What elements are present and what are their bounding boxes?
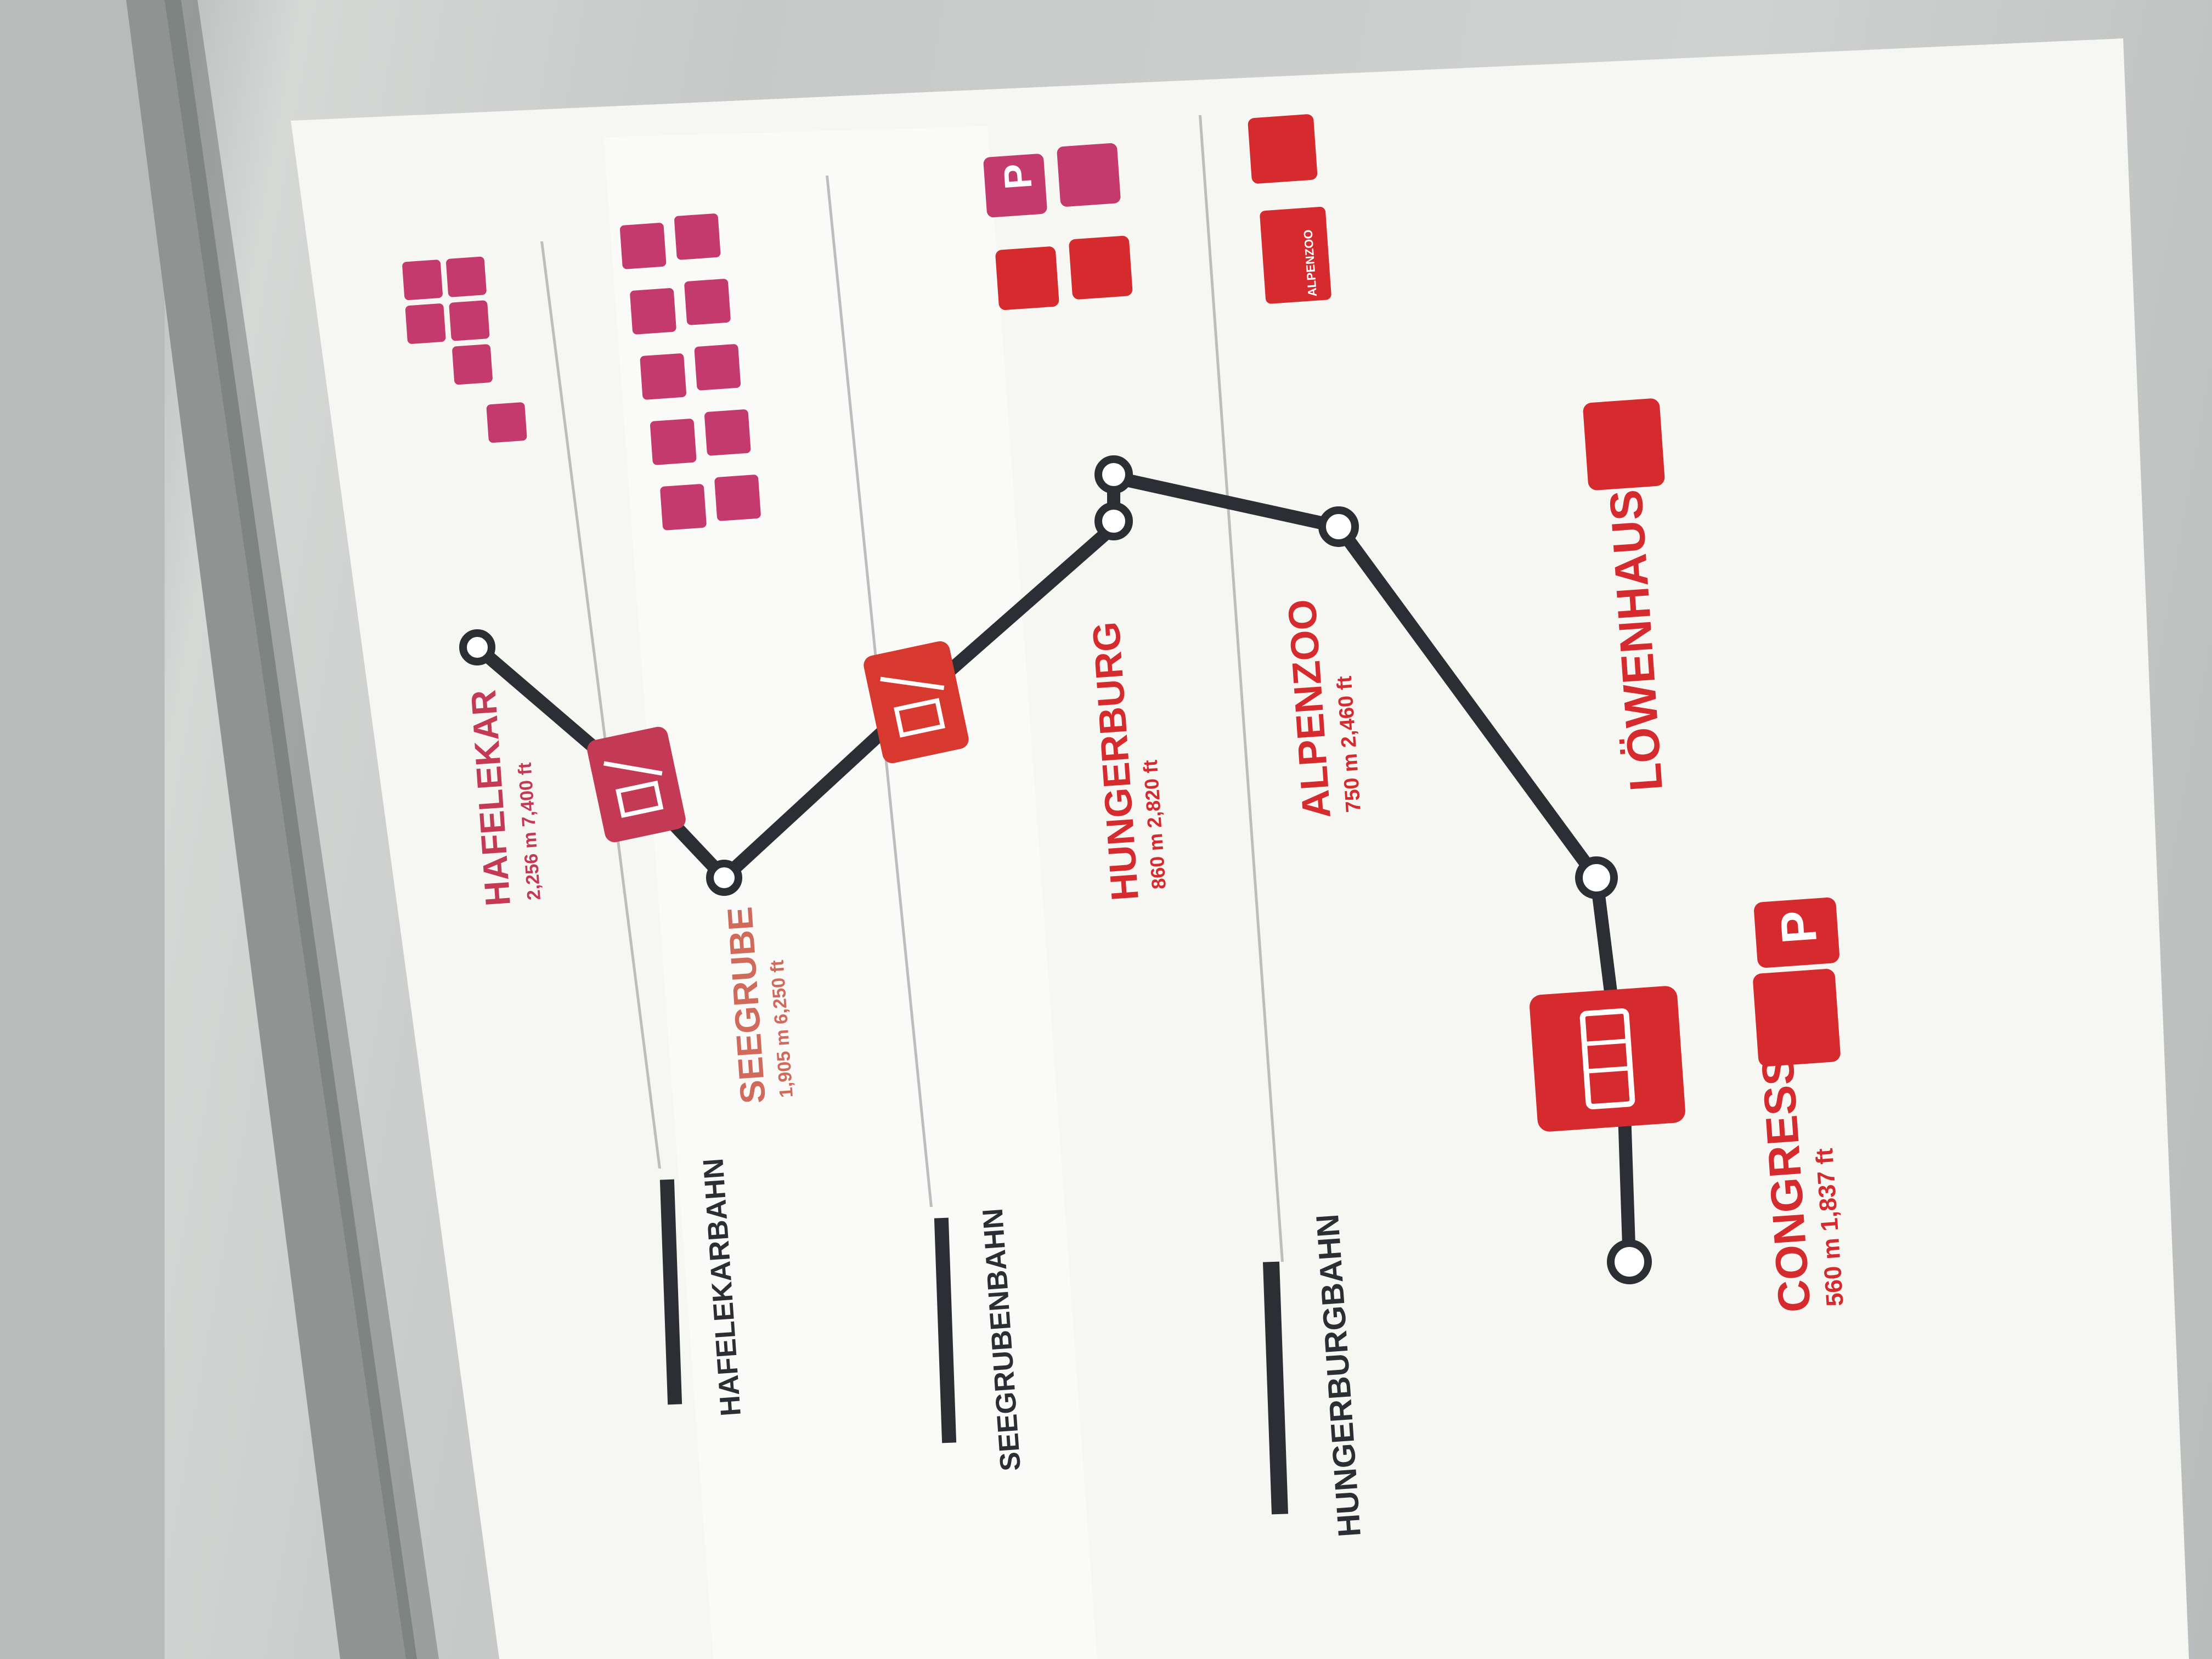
gondola-icon-hafelekarbahn [587,726,686,843]
hiker-icon [630,288,676,335]
paragliding-icon [405,303,446,344]
skier-icon [714,475,761,521]
cutlery-icon-hungerburg [1069,235,1133,300]
seegrube-activity-icons [619,213,761,531]
line-divider-3 [1199,115,1284,1262]
node-hungerburg-upper[interactable] [1094,455,1133,494]
train-icon-hungerburgbahn [1530,986,1685,1132]
cutlery-icon-loewenhaus [1583,398,1665,490]
building-icon [1057,143,1121,207]
parking-symbol-congress: P [1770,909,1827,945]
gondola-icon-seegrubenbahn [864,641,969,764]
walker-icon [995,246,1059,311]
line-divider-1 [540,241,661,1169]
sledge-icon [704,409,751,456]
left-frame-bar [0,0,165,1659]
hungerburg-icons [983,143,1133,311]
sun-icon [660,484,707,531]
alpenzoo-logo-icon [1260,206,1331,304]
node-seegrube[interactable] [706,860,742,896]
climbing-icon [402,259,443,301]
sign-sheet [291,38,2189,1659]
frame-edge [126,0,417,1659]
bridge-icon [694,344,741,391]
seegrubenbahn-bar [934,1217,957,1443]
hafelekarbahn-bar [659,1179,682,1405]
node-loewenhaus[interactable] [1575,856,1618,899]
alpenzoo-icons [1248,114,1331,304]
paraglide-icon [640,353,686,400]
node-hafelekar[interactable] [459,629,495,665]
frame-shadow [165,0,439,1659]
node-hungerburg-lower[interactable] [1094,502,1133,540]
biking-icon [619,223,667,269]
hiking-icon [446,256,487,297]
hafelekar-activity-icons [402,256,527,443]
parking-symbol-hungerburg: P [996,162,1040,191]
node-alpenzoo[interactable] [1318,506,1359,547]
cutlery-icon-alpenzoo [1248,114,1318,184]
hungerburgbahn-bar [1262,1261,1289,1515]
climber-icon [650,419,697,465]
hut-icon [452,344,493,385]
restaurant-icon [449,300,490,341]
parking-icon-congress [1754,897,1839,968]
cabin-icon [674,213,721,260]
cutlery-icon-congress [1753,969,1841,1066]
dining-icon [684,279,731,325]
ski-icon [486,402,527,443]
parking-icon-hungerburg [983,154,1047,218]
node-congress[interactable] [1607,1239,1652,1284]
